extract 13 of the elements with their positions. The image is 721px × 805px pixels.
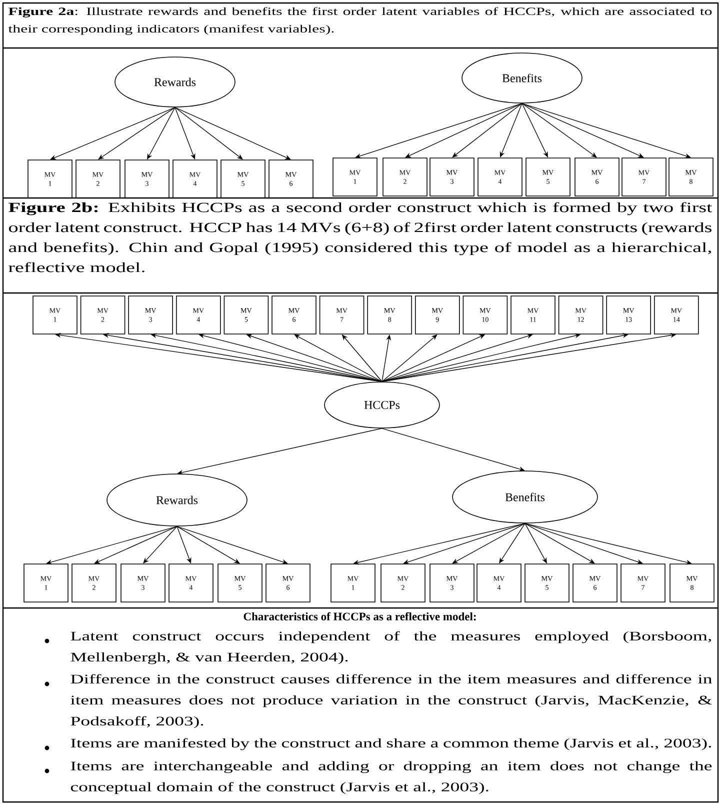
bullet-text: Latent construct occurs independent of the measures employed (Borsboom, Mellenbergh, & van Heerden, 2004). <box>70 631 712 664</box>
arrow <box>452 523 526 564</box>
caption-text: Figure 2a: Illustrate rewards and benefits the first order latent variables of HCCPs, which are associated to their corresponding indicators (manifest variables). <box>8 7 712 35</box>
caption-text: Figure 2b: Exhibits HCCPs as a second order construct which is formed by two first order latent construct. HCCP has 14 MVs (6+8) of 2first order latent constructs (rewards and benefits). Chin and Gopal (1995) considered this type of model as a hierarchical, reflective model. <box>8 202 712 272</box>
arrow <box>294 334 382 382</box>
bullet-text: Items are interchangeable and adding or dropping an item does not change the conceptual domain of the construct (Jarvis et al., 2003). <box>70 761 712 794</box>
arrow <box>522 103 644 158</box>
bullet-text: Difference in the construct causes difference in the item measures and difference in item measures does not produce variation in the construct (Jarvis, MacKenzie, & Podsakoff, 2003). <box>70 674 712 728</box>
arrow <box>94 526 178 564</box>
bullet-text: Items are manifested by the construct and share a common theme (Jarvis et al., 2003). <box>70 738 712 750</box>
heading: Characteristics of HCCPs as a reflective model: <box>244 612 476 620</box>
arrow <box>174 107 291 160</box>
arrow <box>405 103 522 158</box>
